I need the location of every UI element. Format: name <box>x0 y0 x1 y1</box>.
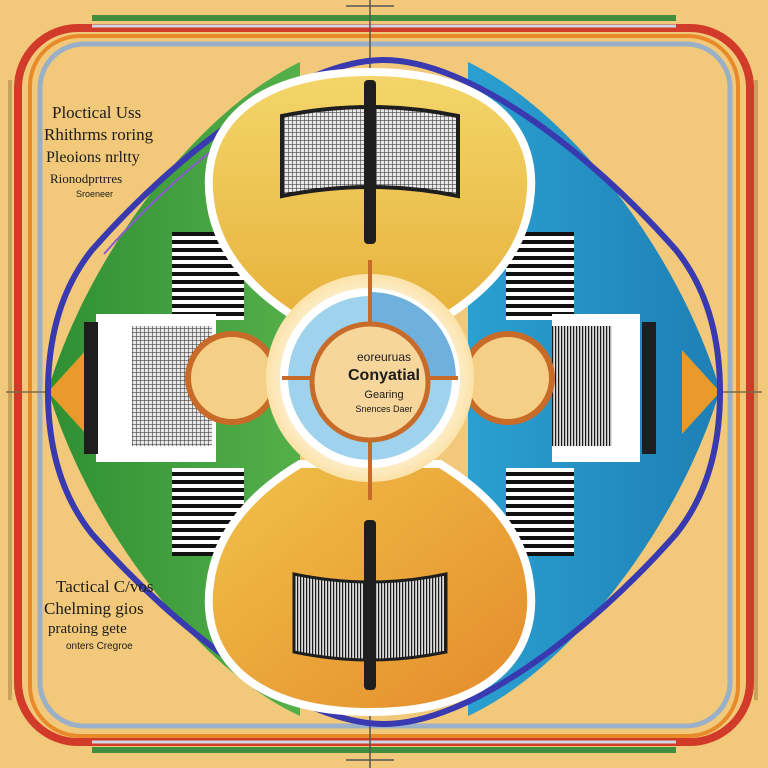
bottom-left-label-1: Tactical C/vos <box>56 577 154 596</box>
right-bubble <box>461 331 555 425</box>
right-dark-bar <box>642 322 656 454</box>
bottom-left-label-2: Chelming gios <box>44 599 144 618</box>
top-left-label-5: Sroeneer <box>76 189 114 199</box>
center-label-2: Conyatial <box>347 367 420 384</box>
bottom-pointer-bar <box>364 520 376 690</box>
right-mesh-panel-inner <box>552 326 612 446</box>
top-pointer-bar <box>364 80 376 244</box>
center-label-4: Snences Daer <box>355 404 413 414</box>
bottom-left-label-3: pratoing gete <box>48 621 127 637</box>
top-left-label-3: Pleoions nrltty <box>46 149 140 166</box>
left-arrow-tip <box>48 350 86 434</box>
outer-frame <box>8 15 758 753</box>
center-label-1: eoreuruas <box>356 350 412 364</box>
top-left-label-1: Ploctical Uss <box>52 103 142 122</box>
left-dark-bar <box>84 322 98 454</box>
top-left-label-4: Rionodprtrres <box>50 171 123 186</box>
blue-frame-outline <box>44 56 724 728</box>
left-bubble <box>185 331 279 425</box>
right-arrow-tip <box>682 350 720 434</box>
center-label-3: Gearing <box>364 389 404 401</box>
top-left-label-2: Rhithrms roring <box>44 125 154 144</box>
bottom-left-label-4: onters Cregroe <box>66 641 133 652</box>
